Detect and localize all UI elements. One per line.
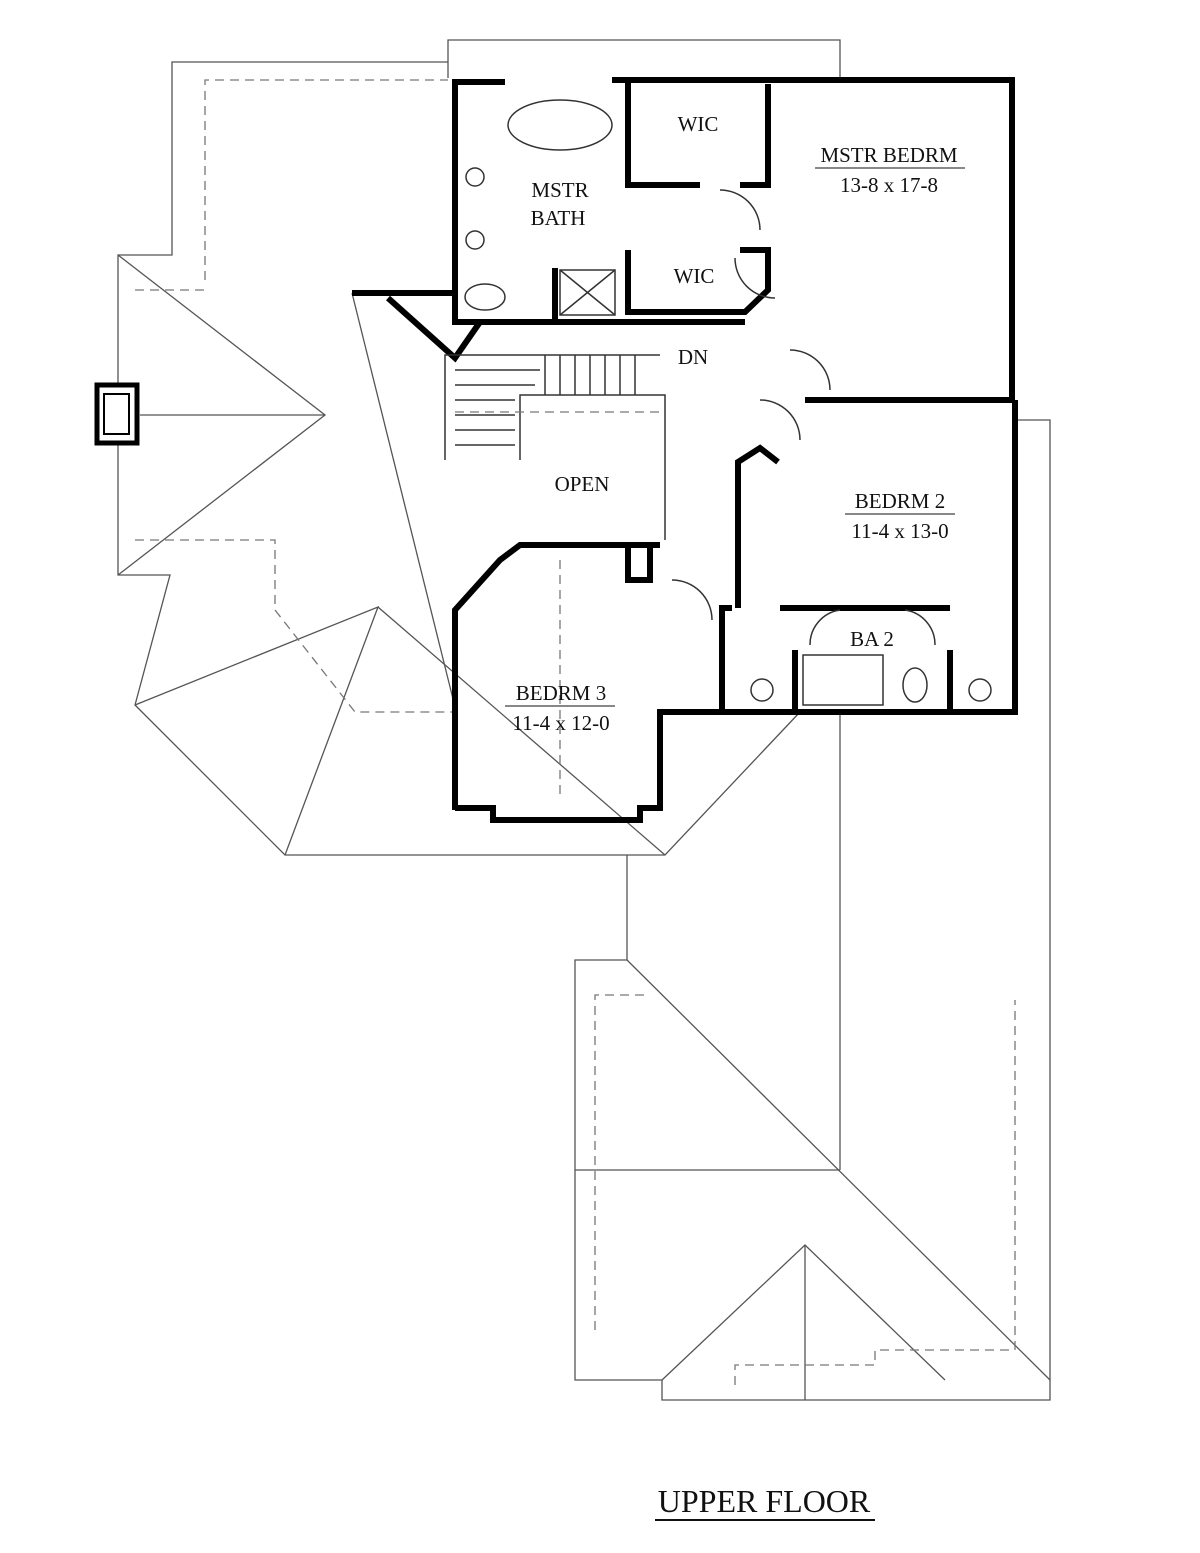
open-label: OPEN xyxy=(555,472,610,496)
wic-2-label: WIC xyxy=(674,264,715,288)
roof-lines xyxy=(94,39,1051,1401)
bath-2-label: BA 2 xyxy=(850,627,894,651)
master-bedroom-size: 13-8 x 17-8 xyxy=(840,173,938,197)
bedroom-2-label: BEDRM 2 xyxy=(855,489,945,513)
plan-title: UPPER FLOOR xyxy=(658,1483,871,1519)
wic-1-label: WIC xyxy=(678,112,719,136)
master-bath-label-line1: MSTR xyxy=(531,178,588,202)
stairs-down-label: DN xyxy=(678,345,708,369)
bedroom-3-label: BEDRM 3 xyxy=(516,681,606,705)
bedroom-2-size: 11-4 x 13-0 xyxy=(851,519,948,543)
master-bedroom-label: MSTR BEDRM xyxy=(820,143,957,167)
walls xyxy=(352,77,1018,823)
bedroom-3-size: 11-4 x 12-0 xyxy=(512,711,609,735)
fixtures xyxy=(444,99,992,800)
master-bath-label-line2: BATH xyxy=(531,206,586,230)
